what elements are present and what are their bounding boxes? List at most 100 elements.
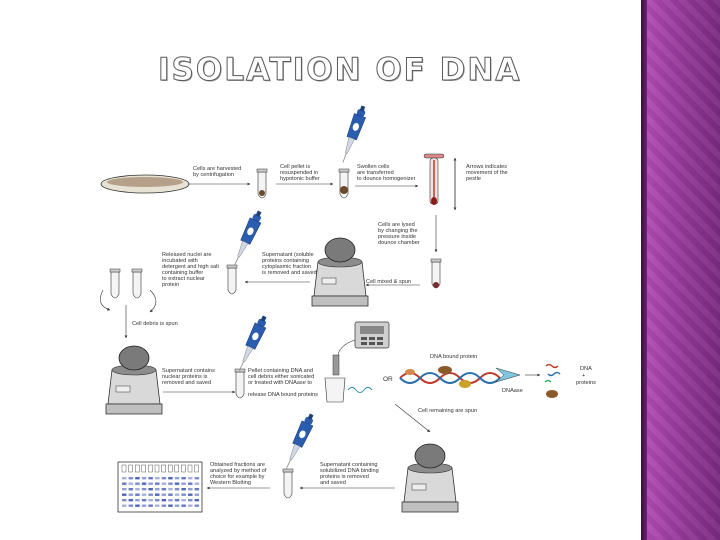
pipette-icon-1 <box>336 103 370 166</box>
western-blot <box>117 461 203 513</box>
blot-band <box>128 482 134 485</box>
blot-well <box>121 464 127 473</box>
label-debris: Cell debris is spun <box>132 321 178 327</box>
blot-band <box>122 499 127 502</box>
blot-band <box>174 499 180 502</box>
blot-band <box>181 499 186 502</box>
blot-band <box>155 493 160 496</box>
label-or: OR <box>383 376 393 383</box>
blot-band <box>161 477 167 480</box>
blot-band <box>168 499 173 502</box>
nuclei-tube-2 <box>131 268 143 299</box>
blot-band <box>141 493 147 496</box>
blot-band <box>128 488 134 491</box>
blot-band <box>135 499 140 502</box>
blot-band <box>174 488 180 491</box>
blot-band <box>135 488 140 491</box>
blot-band <box>181 477 186 480</box>
blot-band <box>155 482 160 485</box>
blot-band <box>168 477 173 480</box>
blot-band <box>194 482 200 485</box>
blot-band <box>148 504 153 507</box>
blot-band <box>148 477 153 480</box>
blot-band <box>135 477 140 480</box>
blot-band <box>141 504 147 507</box>
blot-band <box>122 482 127 485</box>
blot-band <box>122 493 127 496</box>
blot-band <box>161 499 167 502</box>
blot-band <box>141 499 147 502</box>
label-proteins: proteins <box>576 380 596 386</box>
blot-band <box>135 504 140 507</box>
centrifuge-1 <box>311 237 369 307</box>
blot-band <box>135 482 140 485</box>
blot-band <box>181 482 186 485</box>
blot-band <box>188 493 193 496</box>
blot-band <box>174 477 180 480</box>
dnase-enzyme <box>495 367 521 383</box>
blot-band <box>128 499 134 502</box>
blot-band <box>194 488 200 491</box>
blot-band <box>188 499 193 502</box>
blot-band <box>155 477 160 480</box>
blot-well <box>128 464 133 473</box>
blot-band <box>161 488 167 491</box>
blot-band <box>141 477 147 480</box>
sonicator <box>324 321 390 403</box>
blot-well <box>181 464 186 473</box>
blot-band <box>148 493 153 496</box>
blot-band <box>148 488 153 491</box>
slide-title: ISOLATION OF DNA <box>157 52 522 89</box>
blot-band <box>181 493 186 496</box>
label-plus: + <box>582 373 585 379</box>
sidebar-edge <box>641 0 647 540</box>
blot-band <box>155 488 160 491</box>
blot-band <box>122 504 127 507</box>
blot-band <box>174 482 180 485</box>
blot-band <box>122 488 127 491</box>
pipette-icon-2 <box>228 208 266 269</box>
blot-well <box>174 464 180 473</box>
blot-well <box>161 464 166 473</box>
blot-band <box>155 504 160 507</box>
dounce-homogenizer <box>423 153 445 205</box>
blot-band <box>181 488 186 491</box>
label-dna-bound: DNA bound protein <box>430 354 477 360</box>
blot-band <box>141 482 147 485</box>
blot-band <box>148 482 153 485</box>
blot-band <box>122 477 127 480</box>
pipette-icon-4 <box>280 411 318 472</box>
blot-band <box>181 504 186 507</box>
pipette-icon-3 <box>233 313 271 374</box>
blot-well <box>154 464 160 473</box>
blot-band <box>194 504 200 507</box>
label-remaining: Cell remaining are spun <box>418 408 477 414</box>
blot-well <box>187 464 193 473</box>
label-dnase: DNAase <box>502 388 523 394</box>
blot-band <box>128 493 134 496</box>
blot-band <box>174 493 180 496</box>
blot-band <box>188 504 193 507</box>
centrifuge-2 <box>105 345 163 415</box>
blot-band <box>128 504 134 507</box>
blot-well <box>167 464 173 473</box>
blot-band <box>188 477 193 480</box>
blot-band <box>168 493 173 496</box>
blot-band <box>168 482 173 485</box>
decorative-sidebar <box>641 0 720 540</box>
label-cell-spun: Cell mixed & spun <box>366 279 411 285</box>
blot-band <box>128 477 134 480</box>
blot-well <box>148 464 153 473</box>
blot-well <box>141 464 147 473</box>
supernatant-tube-2 <box>234 368 246 399</box>
blot-band <box>194 499 200 502</box>
supernatant-tube-3 <box>282 468 294 499</box>
dna-helix <box>399 366 501 388</box>
